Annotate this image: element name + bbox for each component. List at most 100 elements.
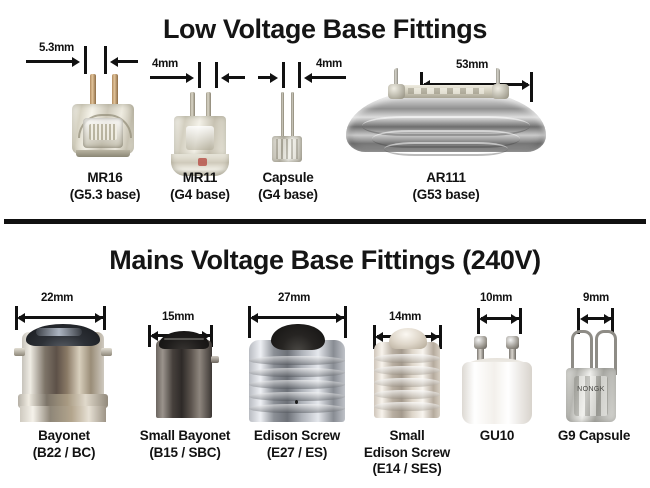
- e14-insulator-tip: [389, 328, 427, 349]
- e14-thread-2: [374, 366, 440, 375]
- g9-name: G9 Capsule: [557, 428, 631, 443]
- b22-extension-line-a: [15, 306, 18, 330]
- b22-highlight: [36, 328, 82, 336]
- ar111-dimension-label: 53mm: [456, 59, 489, 71]
- ar111-knob-right: [492, 84, 509, 99]
- capsule-lamp-icon: [272, 92, 302, 164]
- mr16-base-label: (G5.3 base): [69, 186, 141, 202]
- gu10-pin-right-head: [506, 336, 519, 349]
- g9-glass-marking: NONGK: [577, 386, 605, 393]
- gu10-dim-arrowhead-left: [479, 313, 487, 324]
- mr16-dimension-label: 5.3mm: [39, 42, 74, 54]
- b15-small-bayonet-cap-icon: [150, 312, 219, 424]
- e14-extension-line-b: [439, 325, 442, 349]
- gu10-white-body: [462, 362, 532, 424]
- mr11-dim-arrowhead-right: [221, 72, 229, 83]
- capsule-extension-line-a: [282, 62, 285, 88]
- e27-surface-mark: [295, 400, 298, 404]
- e27-thread-2: [249, 368, 345, 377]
- capsule-dim-line-left: [258, 76, 272, 79]
- e27-extension-line-b: [344, 306, 347, 338]
- mr11-extension-line-b: [215, 62, 218, 88]
- mr16-extension-line-b: [104, 46, 107, 74]
- e14-name-line1: Small: [389, 428, 425, 443]
- capsule-base-label: (G4 base): [258, 186, 318, 202]
- g9-dim-arrowhead-left: [580, 313, 588, 324]
- ar111-contact-plate: [394, 85, 498, 98]
- b22-side-pin-right: [101, 348, 112, 356]
- gu10-extension-line-b: [519, 308, 522, 334]
- e14-thread-5: [374, 402, 440, 411]
- capsule-extension-line-b: [298, 62, 301, 88]
- e27-base-label: (E27 / ES): [266, 444, 328, 460]
- b15-dim-arrowhead-left: [150, 330, 158, 341]
- e27-threaded-body: [249, 340, 345, 422]
- g9-wire-loop-right: [595, 330, 617, 375]
- b15-metal-can: [156, 340, 212, 418]
- gu10-pin-right: [506, 336, 519, 366]
- e27-extension-line-a: [248, 306, 251, 338]
- b15-top-seam: [164, 338, 204, 340]
- e27-dim-line: [252, 316, 344, 319]
- gu10-pin-left-head: [474, 336, 487, 349]
- e14-extension-line-a: [373, 325, 376, 349]
- gu10-dim-arrowhead-right: [511, 313, 519, 324]
- low-voltage-section-title: Low Voltage Base Fittings: [162, 14, 488, 44]
- section-divider: [4, 219, 646, 224]
- mr16-caption: MR16 (G5.3 base): [60, 170, 150, 203]
- b15-name: Small Bayonet: [139, 428, 231, 443]
- capsule-dim-arrowhead-left: [270, 72, 278, 83]
- g9-extension-line-b: [611, 308, 614, 334]
- mains-voltage-section-title: Mains Voltage Base Fittings (240V): [109, 245, 541, 275]
- mr16-name: MR16: [87, 170, 123, 185]
- gu10-dim-line: [481, 317, 519, 320]
- mr16-extension-line-a: [84, 46, 87, 74]
- b22-dim-line: [19, 316, 103, 319]
- b22-dim-arrowhead-left: [17, 312, 25, 323]
- b22-collar-ring: [18, 394, 108, 408]
- mr11-inner-glass: [186, 126, 214, 150]
- mr11-name: MR11: [182, 170, 218, 185]
- e14-thread-3: [374, 378, 440, 387]
- e27-thread-3: [249, 380, 345, 389]
- e14-dim-arrowhead-right: [431, 331, 439, 342]
- gu10-pin-left-stem: [477, 346, 484, 366]
- mr11-dimension-label: 4mm: [152, 58, 178, 70]
- g9-dim-arrowhead-right: [604, 313, 612, 324]
- ar111-caption: AR111 (G53 base): [396, 170, 496, 203]
- e27-thread-4: [249, 392, 345, 401]
- capsule-dimension-label: 4mm: [316, 58, 342, 70]
- b15-side-pin-right: [211, 356, 219, 363]
- b22-name: Bayonet: [38, 428, 90, 443]
- b15-dim-arrowhead-right: [202, 330, 210, 341]
- b15-extension-line-a: [148, 325, 151, 347]
- mr11-pin-right: [206, 92, 211, 116]
- mr11-dim-arrowhead-left: [186, 72, 194, 83]
- mr16-dim-line-left: [26, 60, 74, 63]
- gu10-name: GU10: [479, 428, 515, 443]
- e27-caption: Edison Screw (E27 / ES): [247, 428, 347, 461]
- gu10-extension-line-a: [477, 308, 480, 334]
- capsule-pin-right: [291, 92, 294, 140]
- b22-caption: Bayonet (B22 / BC): [18, 428, 110, 461]
- g9-capsule-cap-icon: NONGK: [562, 310, 622, 424]
- ar111-dim-line: [424, 83, 528, 86]
- ar111-dim-arrowhead-right: [522, 79, 530, 90]
- gu10-cap-icon: [462, 310, 532, 424]
- gu10-caption: GU10: [459, 428, 535, 445]
- e27-edison-screw-cap-icon: [249, 310, 345, 425]
- b15-caption: Small Bayonet (B15 / SBC): [130, 428, 240, 461]
- e14-name-line2: Edison Screw: [363, 444, 451, 460]
- b15-dimension-label: 15mm: [162, 311, 195, 323]
- mr11-glass-body: [174, 116, 226, 156]
- mr11-red-marking: [198, 158, 207, 166]
- g9-caption: G9 Capsule: [548, 428, 640, 445]
- b15-extension-line-b: [210, 325, 213, 347]
- mr16-pin-right: [112, 74, 118, 106]
- b22-base-label: (B22 / BC): [32, 444, 96, 460]
- mr11-caption: MR11 (G4 base): [155, 170, 245, 203]
- g9-dim-line: [583, 317, 611, 320]
- mr11-extension-line-a: [198, 62, 201, 88]
- capsule-glass-body: [272, 136, 302, 162]
